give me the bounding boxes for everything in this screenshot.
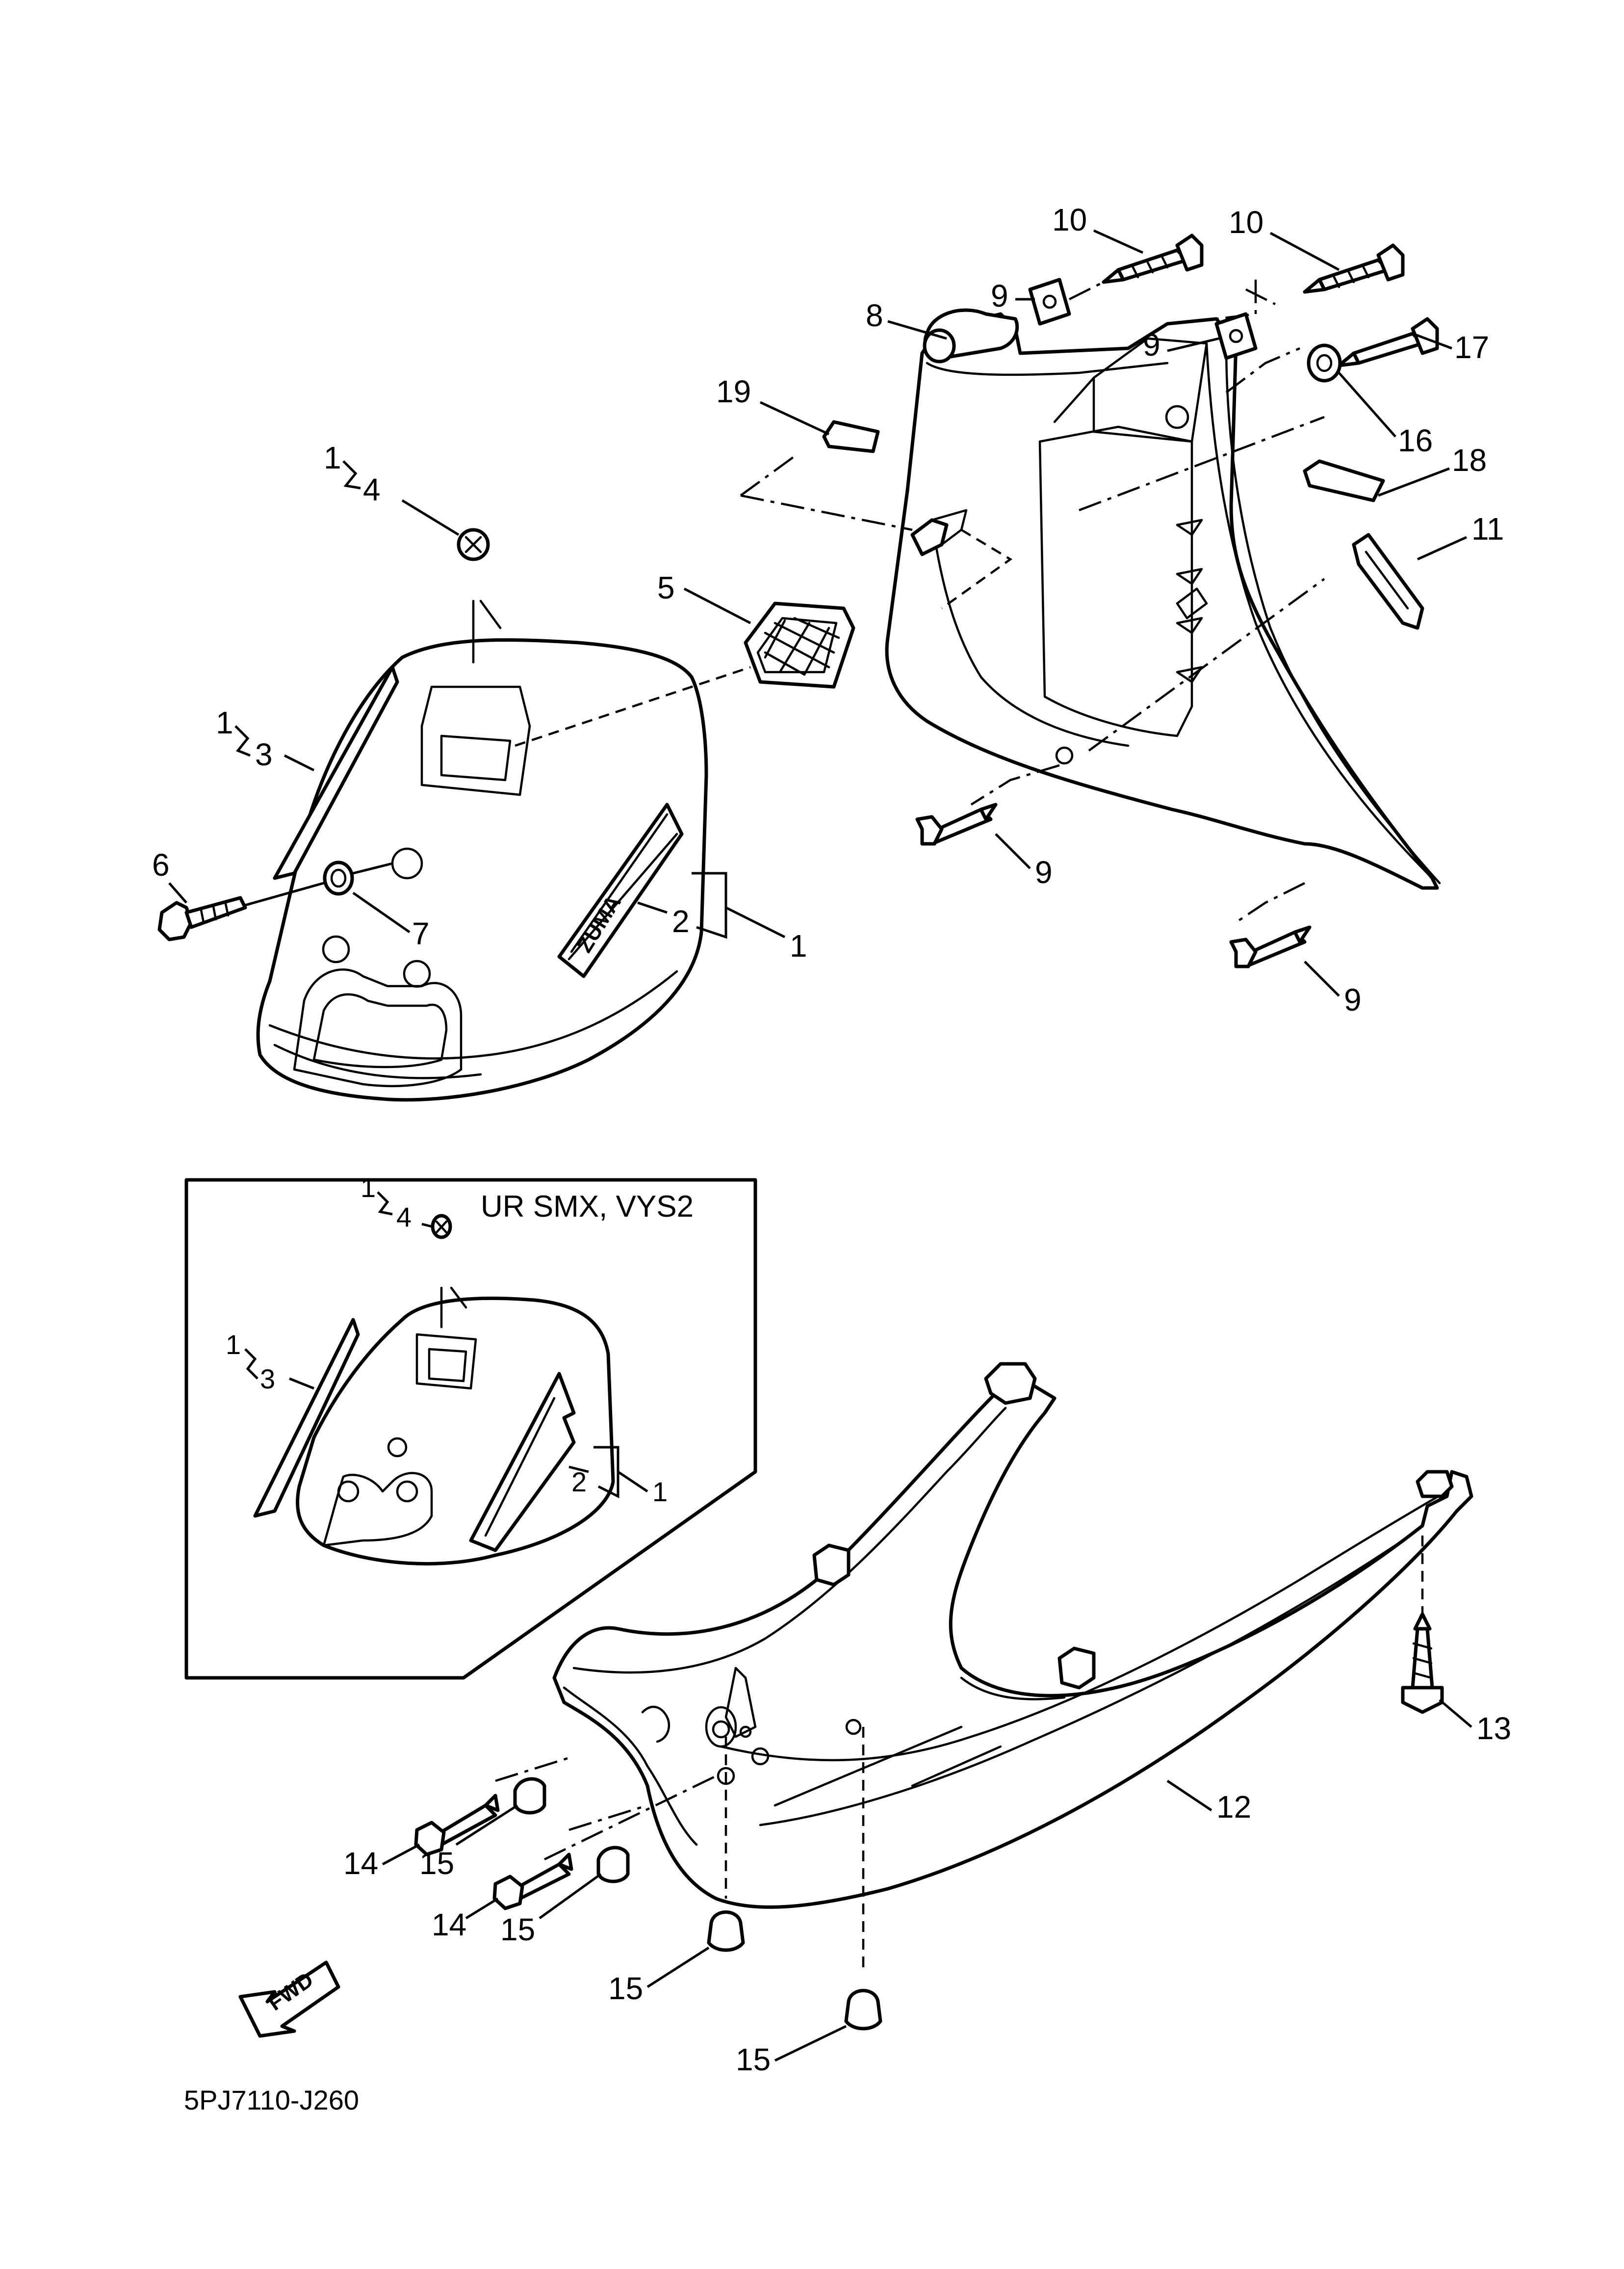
callout-8: 8 [866,298,883,333]
callout-inset-1-emblem: 1 [361,1172,376,1203]
screw-part-10a [1102,234,1204,284]
callout-16: 16 [1398,423,1433,458]
callout-9a: 9 [991,278,1008,313]
callout-1-decal: 1 [216,705,233,740]
grommet-part-15c [707,1910,745,1952]
callout-19: 19 [716,374,751,409]
diagram-code: 5PJ7110-J260 [184,2085,359,2115]
callout-inset-1-decal: 1 [226,1329,241,1360]
callout-9d: 9 [1344,982,1362,1017]
callout-6: 6 [152,847,170,883]
inset-box: UR SMX, VYS2 1 4 1 3 [184,1172,757,1680]
callout-13: 13 [1476,1711,1511,1746]
callout-17: 17 [1454,330,1489,365]
callout-7: 7 [412,916,430,951]
callout-1: 1 [790,928,807,964]
front-cover-assembly: ZUMA [157,528,855,1102]
grommet-part-15a [513,1777,546,1815]
clip-part-9b [1214,312,1258,360]
grommet-part-15b [596,1846,630,1883]
label-part-19 [822,420,880,453]
screw-part-9d [1229,925,1312,968]
callout-inset-1: 1 [652,1476,668,1507]
grommet-part-7 [245,861,393,907]
callout-inset-3: 3 [260,1363,275,1394]
callout-5: 5 [657,570,675,605]
seal-part-11 [1352,533,1424,630]
callout-10b: 10 [1229,205,1263,240]
callout-14b: 14 [432,1907,466,1942]
callout-10a: 10 [1052,202,1087,237]
callout-15b: 15 [500,1912,535,1947]
screw-part-14a [414,1794,500,1856]
screw-part-14b [492,1852,573,1910]
grommet-part-15d [844,1989,882,2031]
screw-part-9c [915,803,998,846]
fwd-arrow-icon: FWD [238,1960,340,2038]
callout-15d: 15 [736,2042,771,2077]
washer-part-16 [1307,343,1342,383]
callout-15a: 15 [419,1846,454,1881]
grille-part-5 [515,601,855,747]
callout-14a: 14 [343,1846,378,1881]
screw-part-10b [1303,243,1405,294]
callout-inset-4: 4 [396,1201,412,1232]
callout-4: 4 [363,472,381,507]
footrest-board-assembly [495,1362,1473,1972]
callout-15c: 15 [608,1971,643,2006]
screw-part-6 [157,896,247,941]
callout-1-emblem: 1 [324,440,341,475]
callout-9b: 9 [1143,327,1160,363]
callout-9c: 9 [1035,855,1053,890]
screw-part-17 [1337,317,1439,367]
inset-title: UR SMX, VYS2 [481,1190,694,1224]
callout-12: 12 [1216,1789,1251,1825]
inset-front-cover [253,1214,615,1565]
label-part-18 [1303,459,1385,502]
screw-part-13 [1401,1612,1444,1714]
callout-18: 18 [1452,443,1487,478]
callout-3: 3 [255,737,273,772]
callout-2: 2 [672,904,690,939]
callout-11: 11 [1471,511,1504,547]
leg-shield-assembly [740,280,1441,923]
